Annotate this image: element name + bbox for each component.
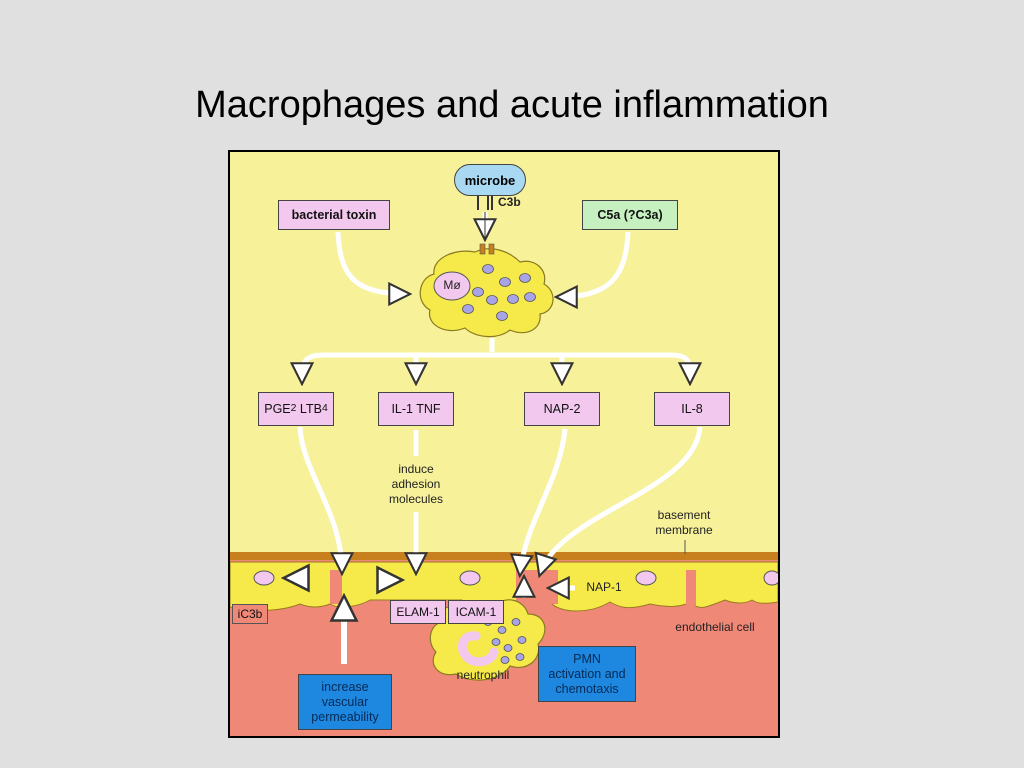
- neutrophil-label: neutrophil: [456, 668, 510, 682]
- induce-adhesion-line-2: adhesion: [391, 477, 441, 491]
- diagram-figure: microbe C3b bacterial toxin C5a (?C3a) M…: [228, 150, 780, 738]
- il1-tnf-box: IL-1 TNF: [378, 392, 454, 426]
- nap2-box: NAP-2: [524, 392, 600, 426]
- macrophage-receptor: [488, 243, 495, 255]
- pmn-activation-line-2: activation and: [548, 666, 626, 681]
- pmn-activation-box: PMN activation and chemotaxis: [538, 646, 636, 702]
- neutrophil-nucleus: [457, 631, 499, 667]
- induce-adhesion-line-3: molecules: [388, 492, 444, 506]
- arrow-nap2-to-neutrophil: [520, 428, 568, 574]
- macrophage-receptor: [479, 243, 486, 255]
- pge-text: PGE: [264, 401, 291, 416]
- arrow-toxin-to-macrophage: [335, 231, 408, 294]
- increase-permeability-line-1: increase: [321, 679, 369, 694]
- diagram-canvas: [230, 195, 778, 736]
- arrow-pge-to-membrane: [297, 426, 342, 572]
- increase-permeability-line-2: vascular: [321, 694, 369, 709]
- increase-permeability-line-3: permeability: [311, 709, 379, 724]
- endothelial-nucleus: [459, 570, 481, 586]
- basement-membrane-line-2: membrane: [655, 523, 713, 537]
- arrows: [286, 212, 703, 664]
- endothelial-junction: [686, 570, 696, 606]
- microbe-label: microbe: [454, 164, 526, 196]
- c3b-label: C3b: [498, 195, 521, 209]
- endothelial-nucleus: [635, 570, 657, 586]
- endothelial-nucleus: [253, 570, 275, 586]
- slide-title: Macrophages and acute inflammation: [195, 84, 829, 126]
- c5a-box: C5a (?C3a): [582, 200, 678, 230]
- induce-adhesion-label: induce adhesion molecules: [376, 462, 456, 507]
- endothelial-junction: [330, 570, 342, 604]
- pge-subscript: 2: [290, 402, 297, 414]
- arrow-il8-to-neutrophil: [540, 426, 703, 574]
- arrow-branch-bar: [299, 352, 693, 375]
- induce-adhesion-line-1: induce: [398, 462, 434, 476]
- macrophage-nucleus: [433, 271, 471, 301]
- elam1-box: ELAM-1: [390, 600, 446, 624]
- endothelial-nucleus: [763, 570, 778, 586]
- il8-box: IL-8: [654, 392, 730, 426]
- increase-permeability-box: increase vascular permeability: [298, 674, 392, 730]
- icam1-box: ICAM-1: [448, 600, 504, 624]
- arrow-c5a-to-macrophage: [558, 231, 631, 297]
- bacterial-toxin-box: bacterial toxin: [278, 200, 390, 230]
- pmn-activation-line-1: PMN: [573, 651, 601, 666]
- pmn-activation-line-3: chemotaxis: [555, 681, 619, 696]
- nap1-label: NAP-1: [586, 580, 622, 594]
- ltb-text: LTB: [296, 401, 322, 416]
- basement-membrane-label: basement membrane: [642, 508, 726, 538]
- macrophage-granules: [462, 264, 536, 321]
- ltb-subscript: 4: [321, 402, 328, 414]
- macrophage-cell: [419, 248, 554, 338]
- basement-membrane-line: [230, 552, 778, 560]
- macrophage-label: Mø: [443, 278, 461, 292]
- basement-membrane-line-1: basement: [657, 508, 711, 522]
- endothelial-cell-label: endothelial cell: [675, 620, 755, 634]
- ic3b-box: iC3b: [232, 604, 268, 624]
